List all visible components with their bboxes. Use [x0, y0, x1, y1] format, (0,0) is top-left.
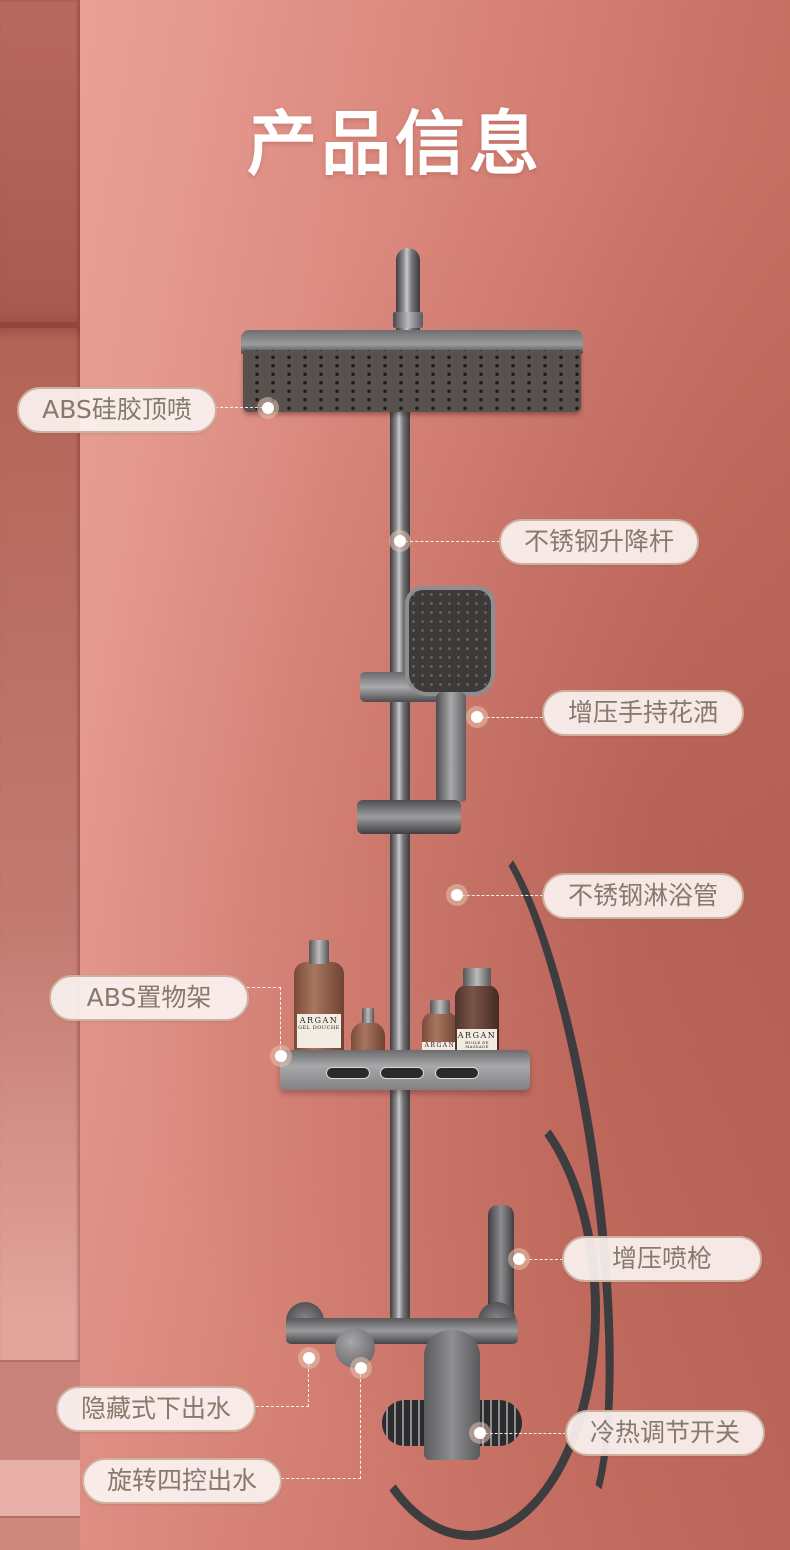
perfume-cap: [362, 1008, 374, 1023]
bottle-brand-text: ARGAN: [422, 1042, 458, 1052]
bottle-label: ARGAN GEL DOUCHE: [297, 1014, 341, 1048]
rod-slider: [357, 800, 461, 834]
mixer-body: [286, 1318, 518, 1344]
side-panel-ledge: [0, 322, 80, 328]
bottle-sub-text: HUILE DE MASSAGE: [465, 1039, 489, 1050]
bottle-label: ARGAN HUILE DE MASSAGE: [457, 1029, 497, 1051]
shelf-slot: [326, 1067, 370, 1079]
callout-dot: [389, 530, 411, 552]
shelf-graphic: [280, 1050, 530, 1090]
callout-label-top-spray: ABS硅胶顶喷: [17, 387, 217, 433]
callout-dot: [446, 884, 468, 906]
side-panel-step: [0, 1460, 80, 1516]
callout-dot: [350, 1357, 372, 1379]
bottle-sub-text: GEL DOUCHE: [298, 1024, 340, 1031]
leader-line: [247, 987, 281, 1054]
leader-line: [400, 541, 500, 542]
callout-dot: [270, 1045, 292, 1067]
pump-cap: [309, 940, 329, 964]
callout-dot: [469, 1422, 491, 1444]
shelf-slot: [435, 1067, 479, 1079]
bottle-small-perfume: [351, 1022, 385, 1052]
bottle-brand-text: ARGAN: [457, 1031, 497, 1040]
shelf-slot: [380, 1067, 424, 1079]
callout-label-shelf: ABS置物架: [49, 975, 249, 1021]
callout-dot: [298, 1347, 320, 1369]
callout-label-lift-rod: 不锈钢升降杆: [499, 519, 699, 565]
leader-line: [480, 1433, 566, 1434]
leader-line: [215, 407, 268, 408]
bottle-large: ARGAN GEL DOUCHE: [294, 962, 344, 1052]
page-title: 产品信息: [247, 103, 543, 185]
leader-line: [457, 895, 543, 896]
handheld-shower-handle: [436, 692, 466, 802]
callout-dot: [466, 706, 488, 728]
handheld-shower-head: [405, 586, 495, 696]
bottle-brand-text: ARGAN: [299, 1016, 339, 1025]
callout-dot: [508, 1248, 530, 1270]
leader-line: [256, 1359, 309, 1407]
callout-label-spray-gun: 增压喷枪: [562, 1236, 762, 1282]
bottle-cap: [463, 968, 491, 986]
callout-label-hidden-outlet: 隐藏式下出水: [56, 1386, 256, 1432]
side-panel-step: [0, 1516, 80, 1550]
leader-line: [519, 1259, 563, 1260]
callout-dot: [257, 397, 279, 419]
callout-label-rotary-control: 旋转四控出水: [82, 1458, 282, 1504]
bottle-cap: [430, 1000, 450, 1014]
bottle-small: ARGAN: [422, 1012, 458, 1052]
shower-hose-loop-graphic: [340, 1080, 600, 1540]
leader-line: [477, 717, 543, 718]
bottle-massage-oil: ARGAN HUILE DE MASSAGE: [455, 985, 499, 1052]
callout-label-shower-hose: 不锈钢淋浴管: [542, 873, 744, 919]
leader-line: [281, 1369, 361, 1479]
callout-label-temp-switch: 冷热调节开关: [565, 1410, 765, 1456]
side-wall-panel: [0, 0, 80, 1550]
callout-label-handheld: 增压手持花洒: [542, 690, 744, 736]
shower-arm-collar: [393, 312, 423, 328]
top-spray-face: [243, 350, 581, 412]
